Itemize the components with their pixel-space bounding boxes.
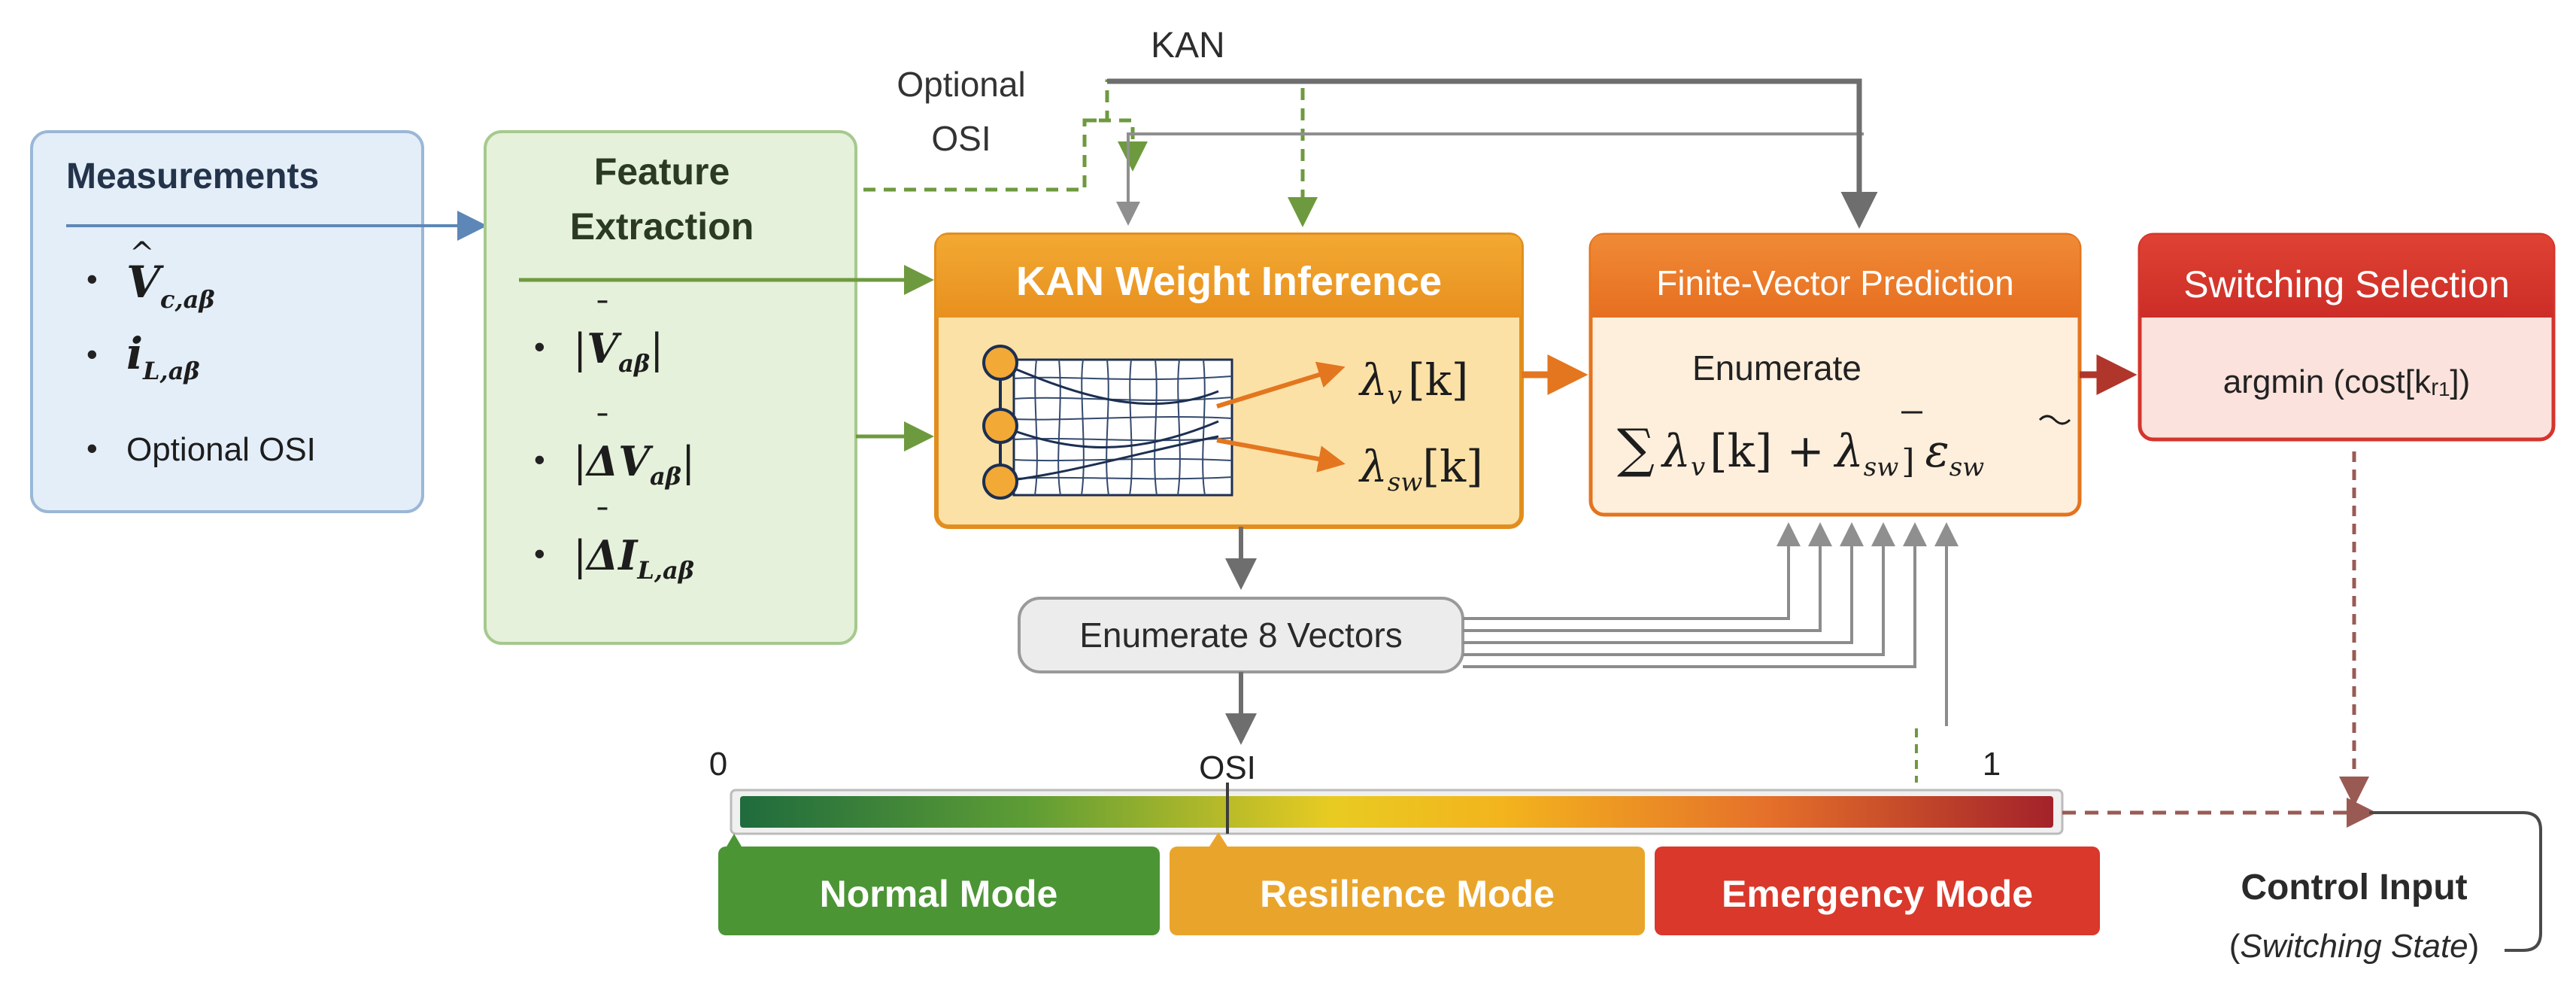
measurements-bullet-2: • — [86, 336, 98, 372]
switching-header — [2140, 235, 2553, 318]
kan-dashed-arrow — [1085, 79, 1318, 227]
normal-mode-label: Normal Mode — [820, 873, 1058, 915]
osi-scale-label: OSI — [1199, 749, 1256, 786]
feature-v-mag: |Vaβ| — [573, 324, 663, 378]
osi-gradient-bar — [740, 796, 2053, 828]
fv-block-title: Finite-Vector Prediction — [1656, 263, 2014, 302]
kan-node-3 — [982, 464, 1018, 500]
feature-extraction-box: Feature Extraction • |Vaβ| ¯ • |ΔVaβ| ¯ … — [484, 130, 857, 645]
enumerate-vectors-label: Enumerate 8 Vectors — [1079, 616, 1403, 655]
measurements-bullet-1: • — [86, 261, 98, 296]
kan-weight-inference-block: KAN Weight Inference — [934, 233, 1524, 529]
fv-cost-formula: ∑λv[k] +λsw]εsw — [1617, 418, 1984, 482]
mode-emergency — [1655, 847, 2100, 935]
lambda-sw-output: λsw[k] — [1358, 441, 1483, 497]
optional-osi-dashed-arrow — [863, 118, 1148, 192]
measurements-box: Measurements • Vc,aβ ^ • iL,aβ • Optiona… — [30, 130, 424, 513]
feature-delta-i: |ΔIL,aβ — [573, 531, 694, 585]
normal-mode-pointer — [727, 834, 742, 847]
switching-title: Switching Selection — [2183, 263, 2510, 305]
resilience-mode-label: Resilience Mode — [1260, 873, 1555, 915]
kan-node-1 — [982, 345, 1018, 381]
feature-bullet-2: • — [534, 442, 545, 477]
optional-osi-label-line2: OSI — [931, 119, 991, 158]
switching-selection-block: Switching Selection argmin (cost[kᵣ₁]) — [2138, 233, 2556, 442]
feature-extraction-bg — [484, 130, 857, 645]
control-input-title: Control Input — [2241, 868, 2467, 907]
feature-delta-i-bar: ¯ — [594, 502, 611, 540]
finite-vector-prediction-block: Finite-Vector Prediction Enumerate ∑λv[k… — [1588, 233, 2082, 517]
feature-bullet-1: • — [534, 329, 545, 364]
kan-label: KAN — [1151, 26, 1225, 65]
feature-title-line2: Extraction — [570, 205, 754, 248]
kan-node-2 — [982, 408, 1018, 444]
control-input-subtitle: (Switching State) — [2229, 928, 2480, 965]
feedback-lines — [863, 78, 1878, 229]
optional-osi-label-line1: Optional — [897, 65, 1025, 104]
osi-scale-min: 0 — [709, 746, 727, 783]
mode-bar: Normal Mode Resilience Mode Emergency Mo… — [718, 832, 2100, 935]
fv-block-header — [1591, 235, 2080, 318]
control-input-bracket — [2369, 811, 2542, 952]
lambda-v-output: λv[k] — [1358, 354, 1468, 411]
feedback-gray-arrow — [1116, 132, 1864, 226]
emergency-mode-label: Emergency Mode — [1722, 873, 2033, 915]
kan-output-arrow-sw — [1216, 438, 1346, 473]
osi-scale-max: 1 — [1983, 746, 2001, 783]
kan-block-title: KAN Weight Inference — [1016, 259, 1442, 304]
feature-bullet-3: • — [534, 536, 545, 571]
measurement-v-hat-accent: ^ — [129, 236, 155, 271]
osi-scale: 0 OSI 1 — [709, 746, 2064, 835]
measurement-il: iL,aβ — [126, 328, 200, 385]
feature-delta-v: |ΔVaβ| — [573, 437, 695, 491]
switching-formula: argmin (cost[kᵣ₁]) — [2223, 363, 2471, 400]
feature-delta-v-bar: ¯ — [594, 408, 611, 446]
mode-normal — [718, 847, 1160, 935]
kan-output-arrow-v — [1216, 361, 1346, 409]
feature-title-line1: Feature — [594, 150, 730, 193]
kan-block-header — [936, 235, 1522, 318]
fv-e-tilde — [2038, 415, 2071, 425]
measurement-v-hat: Vc,aβ — [126, 257, 215, 314]
kan-to-prediction-arrow — [1107, 78, 1878, 229]
measurements-bullet-3: • — [86, 430, 98, 466]
kan-connection-lines — [1000, 361, 1219, 483]
mode-resilience — [1170, 847, 1645, 935]
fv-enumerate-label: Enumerate — [1692, 348, 1861, 388]
measurements-title: Measurements — [66, 157, 319, 196]
resilience-mode-pointer — [1209, 832, 1227, 847]
kan-network-illustration — [982, 345, 1346, 500]
feature-v-bar: ¯ — [594, 295, 611, 333]
measurement-optional-osi: Optional OSI — [126, 431, 316, 468]
vector-feed-lines — [1463, 522, 1959, 726]
